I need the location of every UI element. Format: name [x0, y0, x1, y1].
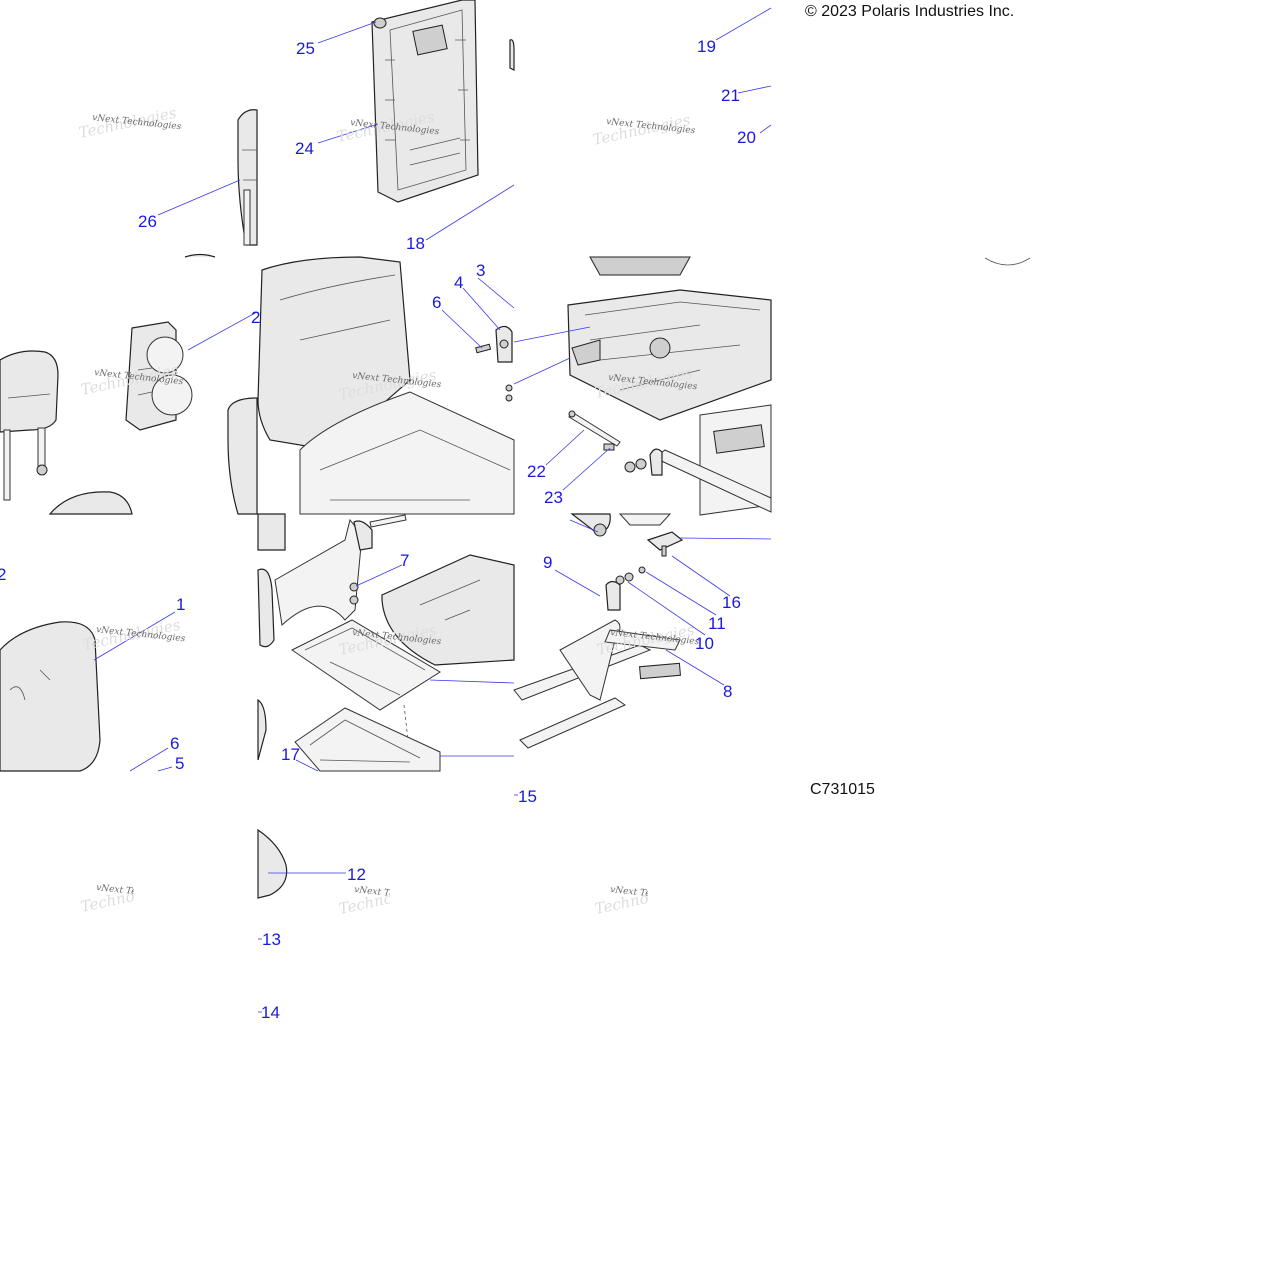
callout-21: 21: [721, 86, 740, 105]
watermark-fragment: Technologies vNext Technologies: [593, 880, 694, 918]
callout-2-left: 2: [0, 565, 6, 584]
callout-11: 11: [708, 614, 726, 633]
callout-9: 9: [543, 553, 552, 572]
callout-7: 7: [400, 551, 409, 570]
seat-pan-lower: [291, 619, 441, 711]
hidden-line: [403, 704, 409, 741]
headrest-edge: [184, 253, 216, 258]
callout-15: 15: [518, 787, 537, 806]
slider-frame-8: [513, 619, 681, 749]
latch-plate-16: [646, 531, 684, 557]
seat-assembly: [257, 256, 515, 515]
callout-8: 8: [723, 682, 732, 701]
seat-back-1: [0, 621, 101, 772]
seat-back-panel-18: [371, 0, 479, 203]
diagram-id: C731015: [810, 781, 875, 798]
arc-fragment: [984, 257, 1031, 266]
cushion-top: [48, 491, 133, 515]
leader-lines: [93, 7, 772, 1013]
washer: [624, 461, 636, 473]
callout-17: 17: [281, 745, 300, 764]
callout-23: 23: [544, 488, 563, 507]
panel-edge: [509, 39, 515, 71]
callout-26: 26: [138, 212, 157, 231]
washer: [505, 384, 513, 392]
hinge-plate: [353, 520, 373, 551]
callout-3: 3: [476, 261, 485, 280]
callout-13: 13: [262, 930, 281, 949]
seat-side: [227, 397, 258, 515]
callout-25: 25: [296, 39, 315, 58]
nut: [593, 523, 607, 537]
headrest-front: [0, 350, 59, 501]
callout-20: 20: [737, 128, 756, 147]
nut-7: [349, 582, 359, 605]
buckle-bracket-2: [125, 321, 193, 431]
callout-4: 4: [454, 273, 463, 292]
hinge-bracket-3: [495, 325, 513, 363]
rail-top: [618, 513, 672, 526]
callout-16: 16: [722, 593, 741, 612]
watermark-fragment: Technologies vNext Technologies: [337, 880, 438, 918]
bolt: [369, 514, 407, 528]
plug-25: [373, 17, 387, 29]
bolt-6: [475, 343, 492, 354]
callout-2-top: 2: [251, 308, 260, 327]
side-bracket-left: [257, 568, 275, 648]
callout-5: 5: [175, 754, 184, 773]
callouts: 25 19 21 20 24 26 18 3 4 6 2 22 23 9 7 2…: [0, 37, 756, 1022]
seat-pan-frame: [567, 256, 772, 421]
seat-tray-17: [294, 707, 441, 772]
washer-10: [624, 572, 634, 582]
gas-spring-22: [568, 410, 621, 447]
callout-6-bottom: 6: [170, 734, 179, 753]
hinge-bracket-9: [605, 580, 621, 611]
nut-11: [638, 566, 646, 574]
callout-24: 24: [295, 139, 314, 158]
washer: [505, 394, 513, 402]
callout-12: 12: [347, 865, 366, 884]
cushion-12: [257, 828, 288, 899]
tile-edge-part: [257, 513, 286, 551]
watermark-fragment: Technologies vNext Technologies: [79, 878, 180, 916]
callout-1: 1: [176, 595, 185, 614]
washer-10: [615, 575, 625, 585]
callout-14: 14: [261, 1003, 280, 1022]
rail-frame: [654, 404, 772, 516]
seat-frame-bracket: [274, 518, 363, 627]
svg-text:Technologies: Technologies: [337, 880, 438, 918]
side-edge: [257, 698, 267, 761]
headrest-26: [237, 109, 258, 246]
washer: [635, 458, 647, 470]
seat-cushion: [381, 554, 515, 666]
hinge: [649, 448, 663, 476]
pivot-pin-23: [603, 443, 615, 451]
callout-19: 19: [697, 37, 716, 56]
copyright-notice: © 2023 Polaris Industries Inc.: [805, 3, 1015, 20]
callout-22: 22: [527, 462, 546, 481]
callout-6-top: 6: [432, 293, 441, 312]
callout-10: 10: [695, 634, 714, 653]
svg-text:Technologies: Technologies: [79, 878, 180, 916]
callout-18: 18: [406, 234, 425, 253]
svg-text:Technologies: Technologies: [593, 880, 694, 918]
